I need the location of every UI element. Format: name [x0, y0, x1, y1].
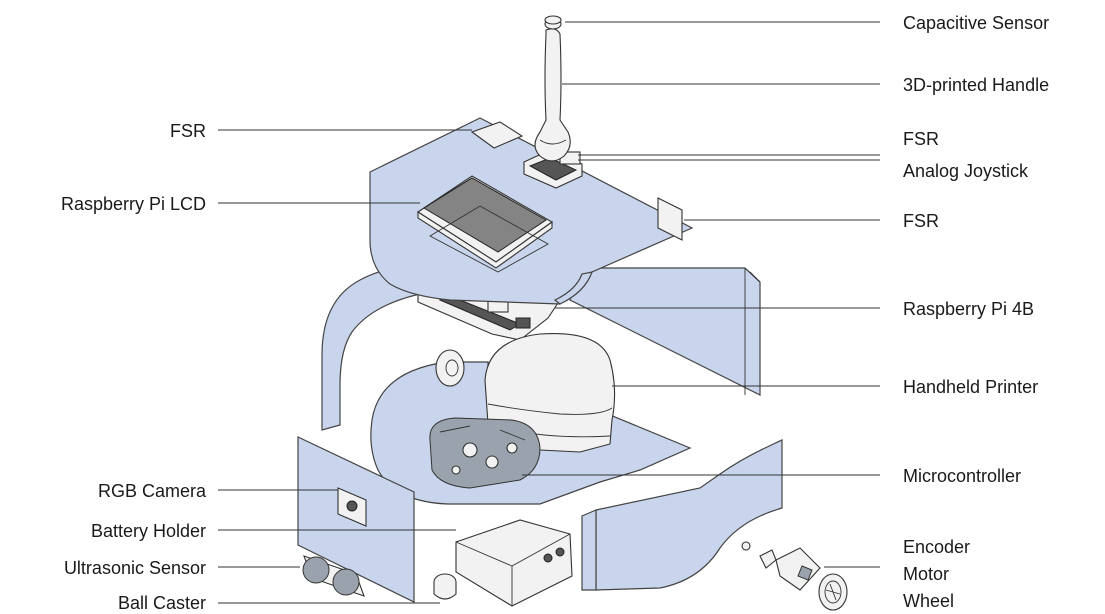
label-raspberry-pi-lcd: Raspberry Pi LCD: [61, 194, 206, 214]
ball-caster: [434, 574, 456, 599]
label-3d-printed-handle: 3D-printed Handle: [903, 75, 1049, 95]
capacitive-sensor: [545, 16, 561, 29]
wheel: [819, 574, 847, 610]
label-fsr-top-right: FSR: [903, 129, 939, 149]
rear-wheel: [436, 350, 464, 386]
label-fsr-side: FSR: [903, 211, 939, 231]
label-encoder: Encoder: [903, 537, 970, 557]
microcontroller-board: [430, 418, 540, 488]
label-analog-joystick: Analog Joystick: [903, 161, 1029, 181]
label-capacitive-sensor: Capacitive Sensor: [903, 13, 1049, 33]
label-raspberry-pi-4b: Raspberry Pi 4B: [903, 299, 1034, 319]
label-handheld-printer: Handheld Printer: [903, 377, 1038, 397]
label-ball-caster: Ball Caster: [118, 593, 206, 613]
label-ultrasonic-sensor: Ultrasonic Sensor: [64, 558, 206, 578]
label-wheel: Wheel: [903, 591, 954, 611]
handle: [535, 29, 570, 161]
motor: [776, 548, 820, 590]
label-microcontroller: Microcontroller: [903, 466, 1021, 486]
label-rgb-camera: RGB Camera: [98, 481, 207, 501]
battery-holder: [456, 520, 572, 606]
label-motor: Motor: [903, 564, 949, 584]
label-battery-holder: Battery Holder: [91, 521, 206, 541]
label-fsr-top-left: FSR: [170, 121, 206, 141]
encoder: [760, 550, 776, 568]
